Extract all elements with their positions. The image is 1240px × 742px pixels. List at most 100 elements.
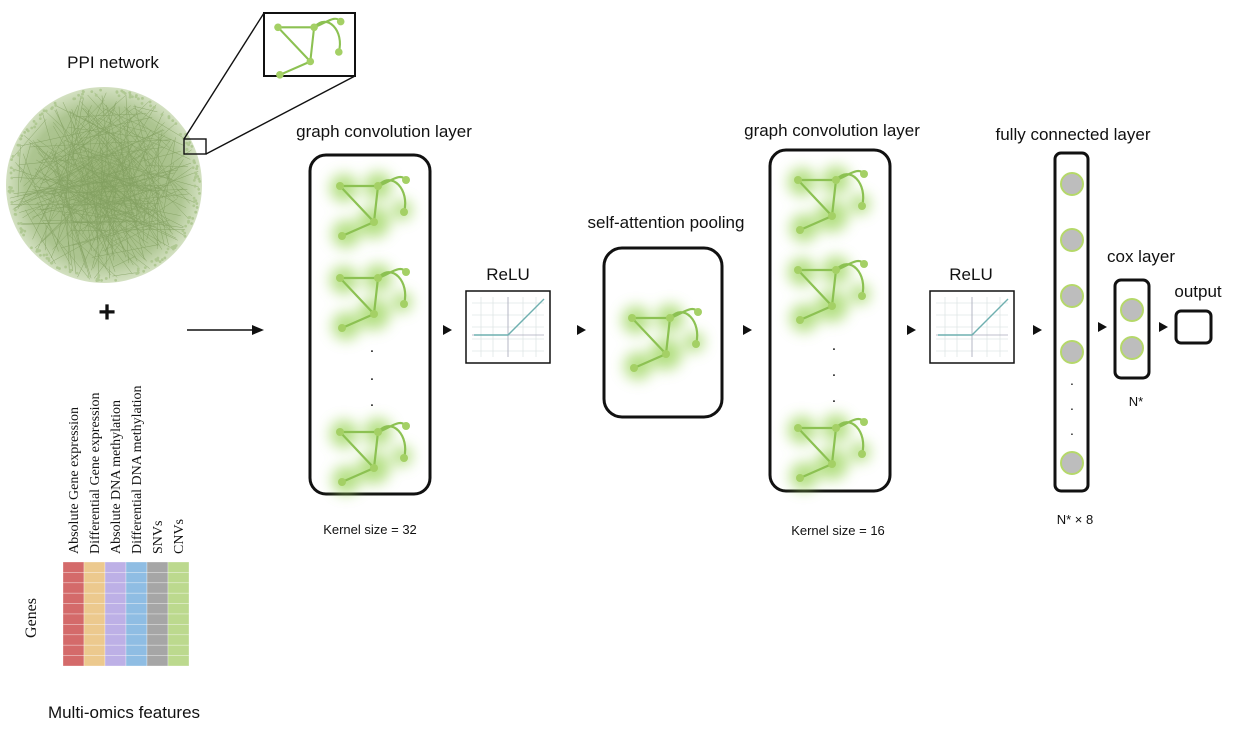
feature-cell — [104, 634, 127, 646]
feature-cell — [104, 603, 127, 615]
feature-header-1: Absolute Gene expression — [67, 407, 82, 554]
feature-cell — [83, 644, 106, 656]
feature-header-5: SNVs — [151, 521, 166, 554]
feature-cell — [167, 561, 190, 573]
feature-cell — [104, 592, 127, 604]
fc-node-3 — [1060, 284, 1084, 308]
arrow-2 — [577, 325, 586, 335]
feature-cell — [146, 592, 169, 604]
feature-cell — [104, 613, 127, 625]
feature-cell — [62, 644, 85, 656]
feature-header-4: Differential DNA methylation — [130, 386, 145, 554]
arrow-7 — [1159, 322, 1168, 332]
feature-cell — [83, 592, 106, 604]
gcn1-ellipsis-3: . — [370, 393, 374, 410]
feature-header-2: Differential Gene expression — [88, 393, 103, 554]
feature-cell — [167, 634, 190, 646]
feature-cell — [125, 634, 148, 646]
feature-cell — [83, 613, 106, 625]
feature-cell — [167, 655, 190, 667]
fc-node-1 — [1060, 172, 1084, 196]
feature-header-6: CNVs — [172, 519, 187, 554]
gcn2-ellipsis-2: . — [832, 363, 836, 380]
gcn2-title: graph convolution layer — [744, 121, 920, 140]
pool-title: self-attention pooling — [588, 213, 745, 232]
relu2-title: ReLU — [949, 265, 992, 284]
gcn2-ellipsis-1: . — [832, 337, 836, 354]
ppi-network-graphic — [6, 87, 202, 283]
fc-box — [1053, 151, 1090, 493]
feature-cell — [167, 613, 190, 625]
fc-size: N* × 8 — [1057, 512, 1094, 527]
feature-cell — [83, 624, 106, 636]
cox-node-1 — [1120, 298, 1144, 322]
feature-cell — [83, 561, 106, 573]
output-box — [1174, 309, 1213, 345]
feature-cell — [62, 613, 85, 625]
feature-cell — [83, 572, 106, 584]
feature-headers: Absolute Gene expression Differential Gen… — [67, 386, 187, 554]
feature-cell — [125, 644, 148, 656]
output-title: output — [1174, 282, 1222, 301]
genes-label: Genes — [23, 598, 40, 638]
feature-cell — [167, 572, 190, 584]
feature-cell — [146, 561, 169, 573]
feature-cell — [62, 561, 85, 573]
feature-cell — [167, 582, 190, 594]
feature-cell — [62, 655, 85, 667]
feature-cell — [83, 634, 106, 646]
feature-cell — [125, 655, 148, 667]
feature-cell — [167, 624, 190, 636]
relu1-title: ReLU — [486, 265, 529, 284]
feature-header-3: Absolute DNA methylation — [109, 400, 124, 554]
gcn1-ellipsis-1: . — [370, 339, 374, 356]
feature-cell — [146, 613, 169, 625]
arrow-3 — [743, 325, 752, 335]
arrow-5 — [1033, 325, 1042, 335]
feature-cell — [104, 561, 127, 573]
feature-cell — [62, 603, 85, 615]
pool-box — [602, 246, 724, 419]
feature-matrix — [62, 561, 190, 667]
feature-cell — [104, 582, 127, 594]
feature-cell — [62, 572, 85, 584]
feature-cell — [125, 613, 148, 625]
feature-cell — [146, 634, 169, 646]
fc-ellipsis-1: . — [1070, 372, 1074, 388]
cox-title: cox layer — [1107, 247, 1175, 266]
feature-cell — [104, 572, 127, 584]
feature-cell — [146, 572, 169, 584]
feature-cell — [167, 603, 190, 615]
gcn1-ellipsis-2: . — [370, 367, 374, 384]
feature-cell — [104, 624, 127, 636]
fc-nodes — [1060, 172, 1084, 475]
feature-cell — [125, 572, 148, 584]
feature-cell — [62, 624, 85, 636]
ppi-network-label: PPI network — [67, 53, 159, 72]
fc-node-4 — [1060, 340, 1084, 364]
feature-cell — [62, 634, 85, 646]
fc-ellipsis-3: . — [1070, 422, 1074, 438]
feature-cell — [167, 592, 190, 604]
feature-cell — [62, 592, 85, 604]
feature-cell — [146, 644, 169, 656]
fc-ellipsis-2: . — [1070, 397, 1074, 413]
feature-cell — [104, 655, 127, 667]
cox-box — [1113, 278, 1151, 380]
fc-node-2 — [1060, 228, 1084, 252]
input-arrow — [187, 325, 264, 335]
gcn1-kernel-size: Kernel size = 32 — [323, 522, 417, 537]
feature-cell — [104, 644, 127, 656]
feature-cell — [146, 582, 169, 594]
gcn1-title: graph convolution layer — [296, 122, 472, 141]
feature-cell — [125, 561, 148, 573]
feature-cell — [62, 582, 85, 594]
feature-cell — [146, 603, 169, 615]
zoom-box — [183, 12, 356, 155]
cox-size: N* — [1129, 394, 1143, 409]
feature-cell — [125, 582, 148, 594]
arrow-4 — [907, 325, 916, 335]
feature-cell — [83, 582, 106, 594]
fc-title: fully connected layer — [996, 125, 1151, 144]
feature-cell — [167, 644, 190, 656]
